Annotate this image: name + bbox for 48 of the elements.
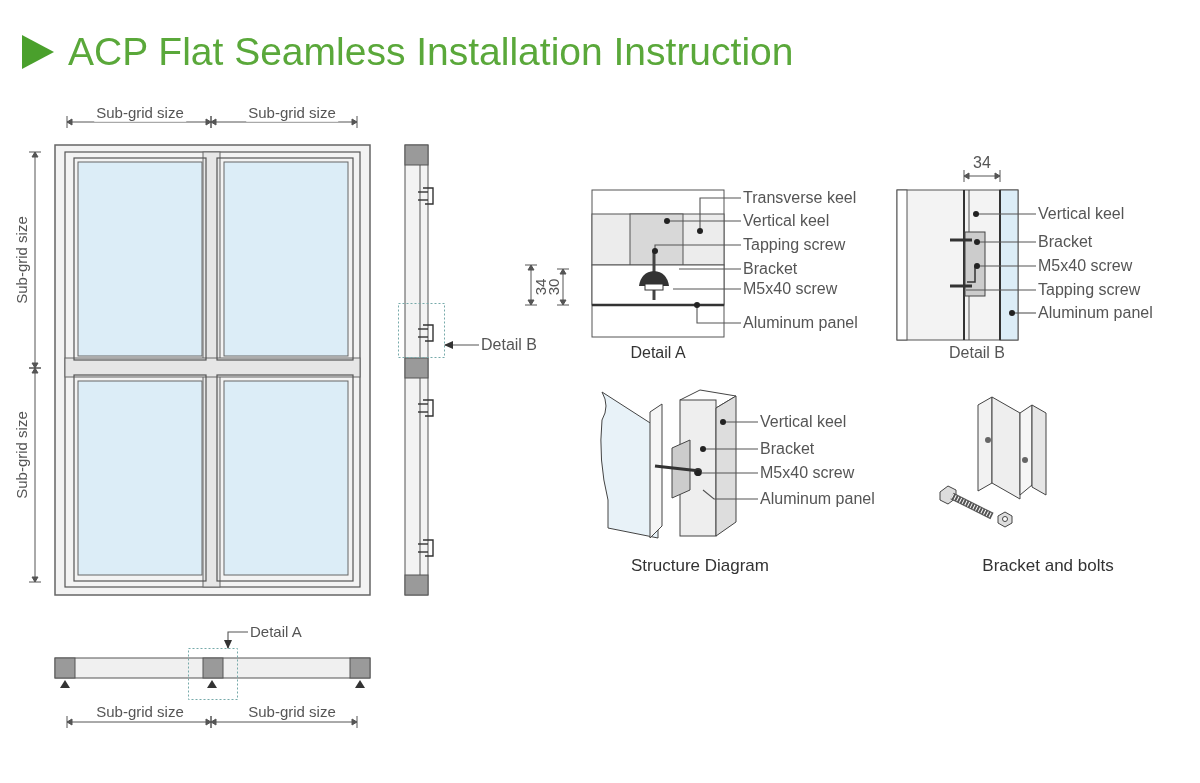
leader-line	[720, 419, 759, 425]
leader-line	[702, 489, 759, 500]
callout-label: M5x40 screw	[743, 280, 838, 298]
callout-label: Vertical keel	[743, 212, 830, 230]
title: ACP Flat Seamless Installation Instruction	[68, 30, 794, 74]
caption: Detail A	[629, 344, 687, 362]
callout-label: Transverse keel	[743, 189, 857, 207]
caption: Sub-grid size	[246, 104, 338, 122]
callout-label: M5x40 screw	[1038, 257, 1133, 275]
caption: Sub-grid size	[94, 104, 186, 122]
leader-line	[973, 211, 1037, 217]
leader-line	[700, 446, 759, 452]
leader-line	[678, 268, 742, 270]
callout-label: Tapping screw	[1038, 281, 1141, 299]
leader-line	[965, 289, 1037, 291]
callout-label: Bracket	[743, 260, 798, 278]
callout-label: Aluminum panel	[1038, 304, 1153, 322]
leader-line	[672, 288, 742, 290]
leader-line	[1009, 310, 1037, 316]
callout-label: Vertical keel	[1038, 205, 1125, 223]
callout-label: Aluminum panel	[743, 314, 858, 332]
pointer-arrow	[444, 341, 480, 349]
leader-line	[697, 197, 742, 234]
leader-line	[652, 244, 742, 254]
caption: Sub-grid size	[246, 703, 338, 721]
callout-label: Bracket	[1038, 233, 1093, 251]
pointer-arrow	[224, 631, 249, 649]
detail-marker-box	[398, 303, 445, 358]
leader-line	[974, 239, 1037, 245]
callout-label: Vertical keel	[760, 413, 847, 431]
caption: Sub-grid size	[13, 409, 31, 501]
detail-marker-box	[188, 648, 238, 700]
callout-label: Tapping screw	[743, 236, 846, 254]
leader-line	[974, 263, 1037, 269]
leader-line	[694, 302, 742, 324]
caption: Bracket and bolts	[981, 556, 1115, 576]
caption: Sub-grid size	[94, 703, 186, 721]
callout-label: Detail B	[481, 336, 538, 354]
callout-label: Aluminum panel	[760, 490, 875, 508]
caption: Detail B	[948, 344, 1006, 362]
dimension-value: 34	[972, 154, 992, 172]
callout-label: M5x40 screw	[760, 464, 855, 482]
callout-label: Detail A	[250, 623, 302, 641]
leader-line	[664, 218, 742, 224]
caption: Structure Diagram	[630, 556, 770, 576]
caption: Sub-grid size	[13, 214, 31, 306]
callout-label: Bracket	[760, 440, 815, 458]
leader-line	[695, 470, 759, 476]
